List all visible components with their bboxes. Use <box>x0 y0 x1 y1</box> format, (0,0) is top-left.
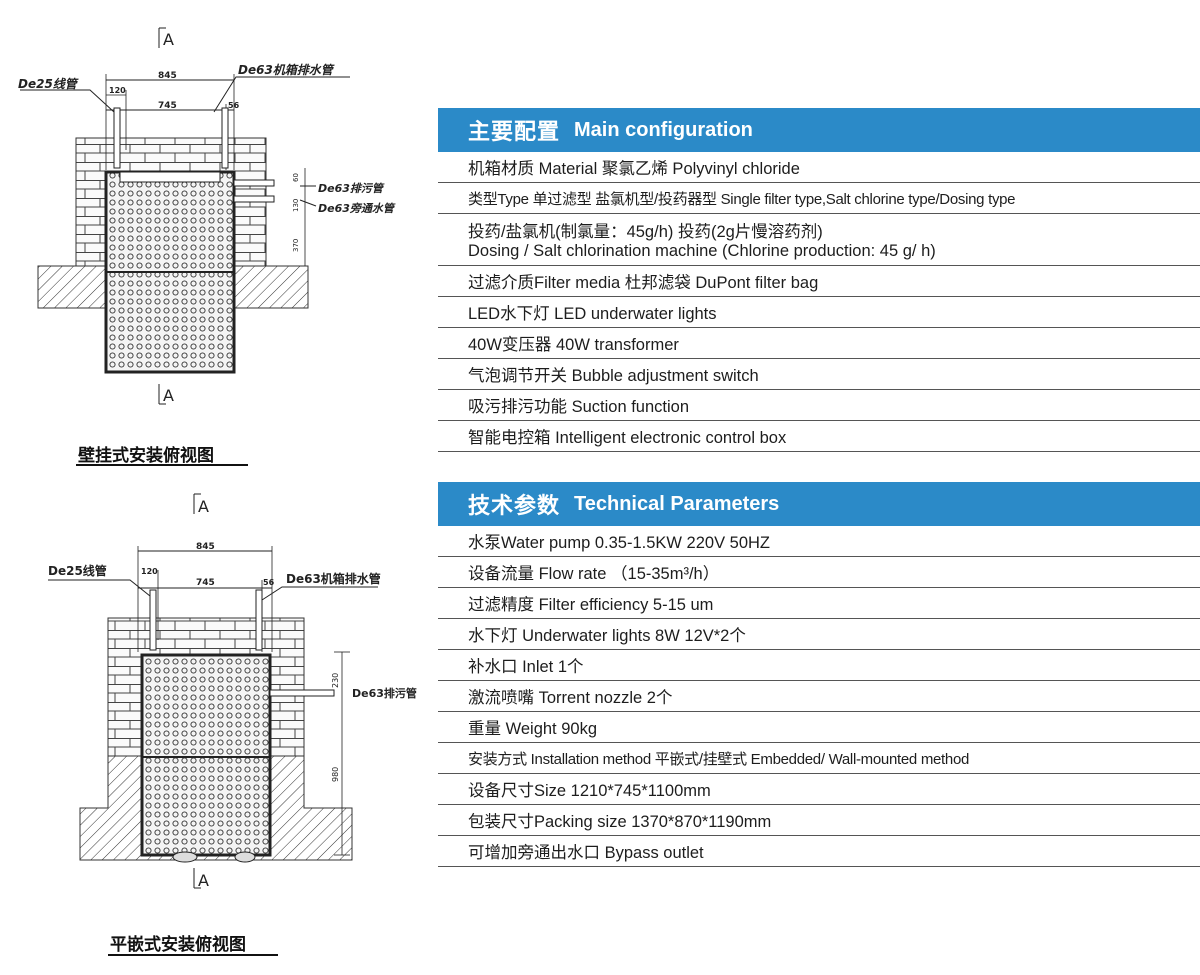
row-text: 气泡调节开关 Bubble adjustment switch <box>468 367 759 385</box>
row-text: 过滤精度 Filter efficiency 5-15 um <box>468 596 714 614</box>
row-text: 激流喷嘴 Torrent nozzle 2个 <box>468 689 673 707</box>
main-config-header: 主要配置 Main configuration <box>438 108 1200 152</box>
row-text: 安装方式 Installation method 平嵌式/挂壁式 Embedde… <box>468 750 970 768</box>
main-config-row: 过滤介质Filter media 杜邦滤袋 DuPont filter bag <box>438 266 1200 297</box>
drawing2-caption-underline <box>108 954 278 956</box>
drawing1-wall-mounted: A 845 745 120 56 <box>18 27 396 405</box>
tech-params-row: 过滤精度 Filter efficiency 5-15 um <box>438 588 1200 619</box>
row-text: 设备流量 Flow rate （15-35m³/h） <box>468 565 720 583</box>
tech-params-row: 设备尺寸Size 1210*745*1100mm <box>438 774 1200 805</box>
tech-params-row: 激流喷嘴 Torrent nozzle 2个 <box>438 681 1200 712</box>
row-text: 设备尺寸Size 1210*745*1100mm <box>468 782 711 800</box>
d1-dim-370: 370 <box>292 239 300 252</box>
d2-dim-745: 745 <box>196 578 215 588</box>
row-text: 水下灯 Underwater lights 8W 12V*2个 <box>468 627 746 645</box>
tech-params-title-en: Technical Parameters <box>574 492 780 515</box>
d2-label-de63-sewage: De63排污管 <box>352 686 417 700</box>
drawing2-embedded: A 845 745 120 56 <box>48 493 417 890</box>
drawing2-caption: 平嵌式安装俯视图 <box>110 935 246 955</box>
d2-section-mark-bottom: A <box>198 871 209 890</box>
d1-dim-845: 845 <box>158 71 177 81</box>
tech-params-row: 包装尺寸Packing size 1370*870*1190mm <box>438 805 1200 836</box>
main-config-row: 智能电控箱 Intelligent electronic control box <box>438 421 1200 452</box>
row-text: 补水口 Inlet 1个 <box>468 658 584 676</box>
row-text-secondary: Dosing / Salt chlorination machine (Chlo… <box>468 242 936 260</box>
tech-params-row: 重量 Weight 90kg <box>438 712 1200 743</box>
d2-label-de25: De25线管 <box>48 563 107 578</box>
main-config-title-en: Main configuration <box>574 118 753 141</box>
row-text: LED水下灯 LED underwater lights <box>468 305 717 323</box>
row-text: 类型Type 单过滤型 盐氯机型/投药器型 Single filter type… <box>468 190 1016 208</box>
d2-dim-845: 845 <box>196 542 215 552</box>
tech-params-header: 技术参数 Technical Parameters <box>438 482 1200 526</box>
row-text: 重量 Weight 90kg <box>468 720 598 738</box>
d1-section-mark-bottom: A <box>163 386 174 405</box>
row-text: 智能电控箱 Intelligent electronic control box <box>468 429 787 447</box>
d1-dim-130: 130 <box>292 199 300 212</box>
tech-params-row: 可增加旁通出水口 Bypass outlet <box>438 836 1200 867</box>
installation-drawings-svg: A 845 745 120 56 <box>18 27 417 890</box>
row-text: 吸污排污功能 Suction function <box>468 398 689 416</box>
tech-params-row: 安装方式 Installation method 平嵌式/挂壁式 Embedde… <box>438 743 1200 774</box>
d2-dim-120: 120 <box>141 567 158 576</box>
d1-section-mark-top: A <box>163 30 174 49</box>
main-config-title-cn: 主要配置 <box>468 120 561 145</box>
tech-params-row: 补水口 Inlet 1个 <box>438 650 1200 681</box>
tech-params-panel: 技术参数 Technical Parameters 水泵Water pump 0… <box>438 482 1200 867</box>
row-text: 40W变压器 40W transformer <box>468 336 679 354</box>
row-text: 机箱材质 Material 聚氯乙烯 Polyvinyl chloride <box>468 160 800 178</box>
row-text: 投药/盐氯机(制氯量：45g/h) 投药(2g片慢溶药剂) <box>468 223 823 241</box>
d2-dim-230: 230 <box>331 673 340 688</box>
tech-params-row: 设备流量 Flow rate （15-35m³/h） <box>438 557 1200 588</box>
main-config-row: 类型Type 单过滤型 盐氯机型/投药器型 Single filter type… <box>438 183 1200 214</box>
main-config-panel: 主要配置 Main configuration 机箱材质 Material 聚氯… <box>438 108 1200 452</box>
d1-label-de25: De25线管 <box>18 77 79 91</box>
row-text: 可增加旁通出水口 Bypass outlet <box>468 844 704 862</box>
d2-section-mark-top: A <box>198 497 209 516</box>
tech-params-title-cn: 技术参数 <box>468 494 561 519</box>
d1-label-de63-box: De63机箱排水管 <box>238 63 335 77</box>
drawing1-caption: 壁挂式安装俯视图 <box>78 446 214 466</box>
d2-dim-56: 56 <box>263 578 275 587</box>
d1-dim-745: 745 <box>158 101 177 111</box>
d2-dim-980: 980 <box>331 767 340 782</box>
d1-label-de63-bypass: De63旁通水管 <box>318 202 396 215</box>
d1-dim-120: 120 <box>109 86 126 95</box>
main-config-row: 机箱材质 Material 聚氯乙烯 Polyvinyl chloride <box>438 152 1200 183</box>
main-config-row: 40W变压器 40W transformer <box>438 328 1200 359</box>
installation-drawings: A 845 745 120 56 <box>0 0 430 975</box>
main-config-row: LED水下灯 LED underwater lights <box>438 297 1200 328</box>
tech-params-row: 水下灯 Underwater lights 8W 12V*2个 <box>438 619 1200 650</box>
main-config-row: 投药/盐氯机(制氯量：45g/h) 投药(2g片慢溶药剂) Dosing / S… <box>438 214 1200 266</box>
row-text: 水泵Water pump 0.35-1.5KW 220V 50HZ <box>468 534 771 552</box>
drawing1-caption-underline <box>76 464 248 466</box>
row-text: 包装尺寸Packing size 1370*870*1190mm <box>468 813 772 831</box>
main-config-row: 气泡调节开关 Bubble adjustment switch <box>438 359 1200 390</box>
row-text: 过滤介质Filter media 杜邦滤袋 DuPont filter bag <box>468 274 819 292</box>
d1-label-de63-sewage: De63排污管 <box>318 182 385 195</box>
main-config-row: 吸污排污功能 Suction function <box>438 390 1200 421</box>
d1-dim-60: 60 <box>292 173 300 182</box>
tech-params-row: 水泵Water pump 0.35-1.5KW 220V 50HZ <box>438 526 1200 557</box>
d1-dim-56: 56 <box>228 101 240 110</box>
d2-label-de63-box: De63机箱排水管 <box>286 571 381 586</box>
